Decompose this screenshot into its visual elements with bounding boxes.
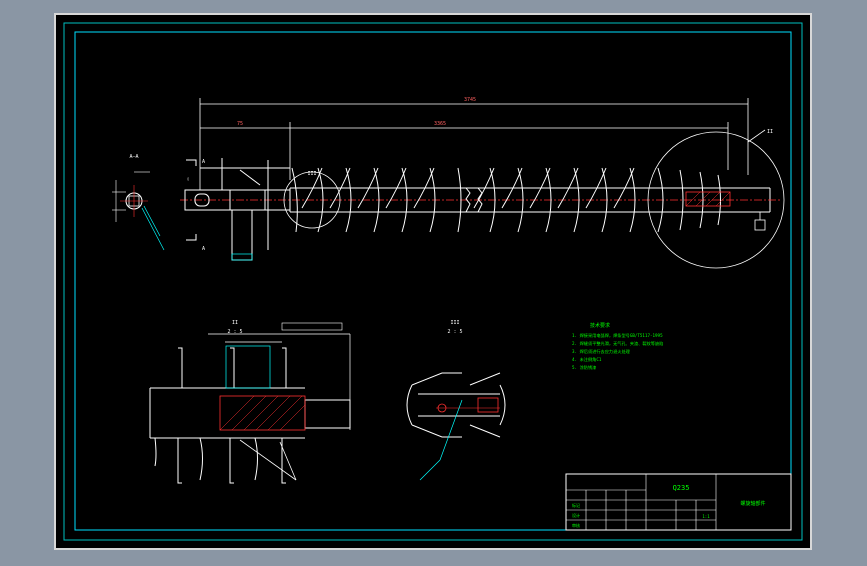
overall-dimension [199, 98, 749, 190]
title-row-label-3: 审核 [572, 522, 580, 528]
title-block: Q235 螺旋轴部件 1:1 标记 设计 审核 [565, 473, 792, 531]
tech-note-2: 2. 焊缝须平整光滑，无气孔、夹渣、裂纹等缺陷 [572, 340, 663, 347]
left-journal [184, 158, 291, 261]
detail-view-iii: III 2 : 5 [406, 320, 506, 481]
detail-ii-scale: 2 : 5 [227, 329, 242, 335]
title-row-label-1: 标记 [572, 502, 580, 508]
sheet-trim-border [63, 22, 803, 541]
section-markers [186, 159, 197, 241]
material-label: Q235 [673, 484, 690, 492]
tech-notes-title: 技术要求 [590, 322, 610, 329]
tech-note-4: 4. 未注倒角C1 [572, 356, 602, 363]
right-end-hatch [685, 191, 731, 207]
detail-iii-scale: 2 : 5 [447, 329, 462, 335]
section-view-title: A—A [129, 154, 138, 160]
main-length-dim: 3365 [434, 121, 446, 127]
detail-ii-callout: II [767, 129, 773, 135]
tech-note-5: 5. 涂防锈漆 [572, 364, 596, 371]
scale-value: 1:1 [702, 514, 710, 519]
journal-dim-label: ▯ [187, 176, 189, 181]
technical-notes: 技术要求 1. 焊接采用电弧焊，焊条型号GB/T5117-1995 2. 焊缝须… [572, 322, 663, 371]
section-marker-bottom: A [202, 246, 205, 252]
main-view: 3745 75 3365 ▯ A [180, 97, 785, 269]
detail-iii-title: III [450, 320, 459, 326]
drawing-sheet [54, 13, 812, 550]
detail-ii-title: II [232, 320, 238, 326]
section-marker-top: A [202, 159, 205, 165]
detail-circle-ii [647, 131, 785, 269]
detail-view-ii: II 2 : 5 [149, 320, 351, 484]
detail-iii-callout: III [307, 171, 316, 177]
overall-length-dim: 3745 [464, 97, 476, 103]
title-row-label-2: 设计 [572, 512, 580, 518]
drawing-frame [74, 31, 792, 531]
helix-flights [291, 167, 721, 233]
section-view-a: A—A [112, 154, 165, 251]
detail-circle-iii [283, 171, 341, 229]
drawing-name: 螺旋轴部件 [740, 500, 765, 507]
tech-note-3: 3. 焊后须进行去应力退火处理 [572, 348, 631, 355]
tech-note-1: 1. 焊接采用电弧焊，焊条型号GB/T5117-1995 [572, 332, 663, 339]
left-segment-dim: 75 [237, 121, 243, 127]
